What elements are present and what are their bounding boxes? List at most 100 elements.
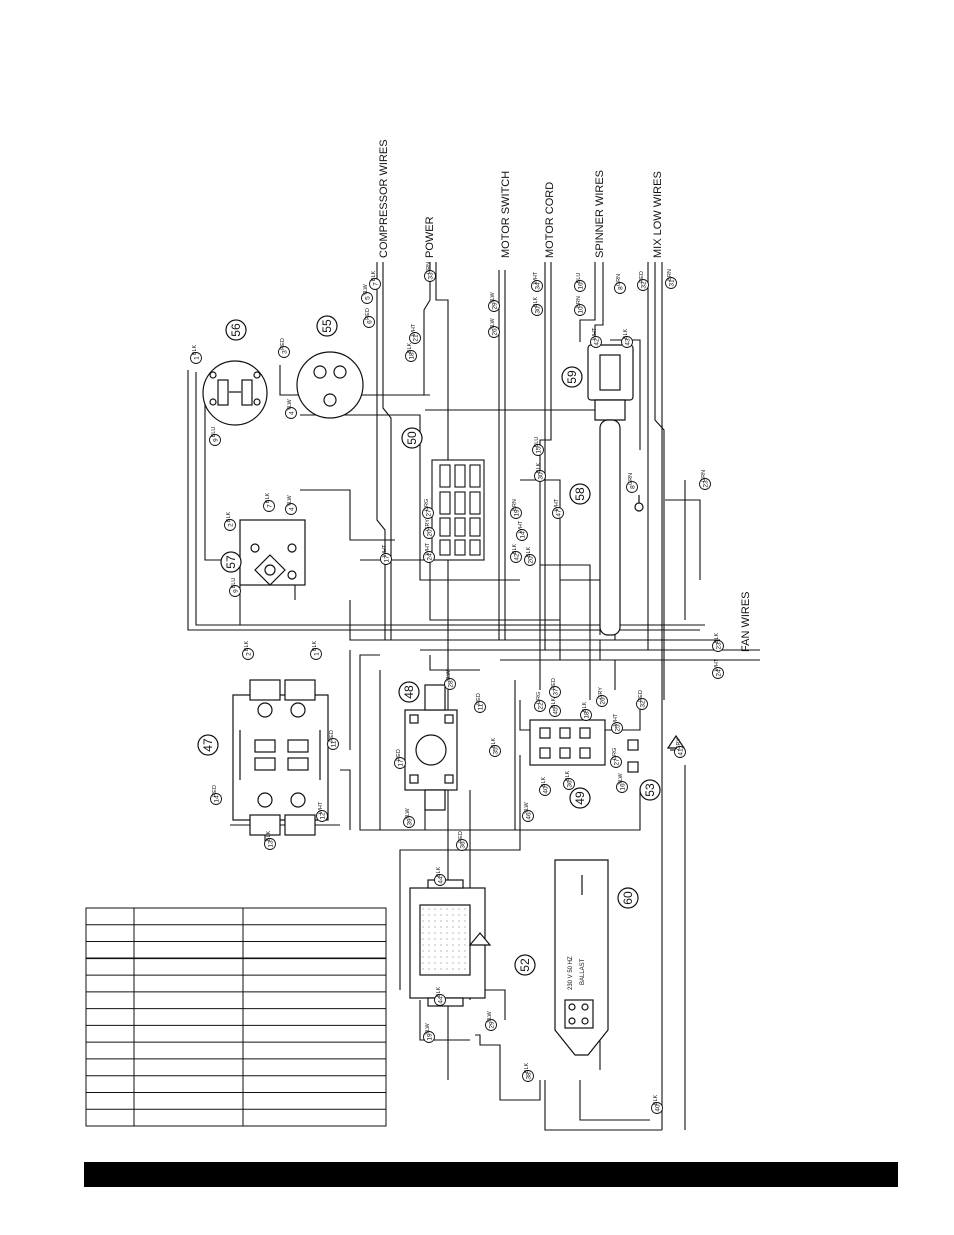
wire-tag-number: 16 [620,783,627,791]
wire-tag-number: 36 [567,780,574,788]
wire-tag-number: 35 [493,747,500,755]
svg-text:47: 47 [201,738,215,752]
wire-tag-color: GRN [701,470,707,482]
wire-tag-color: WHT [533,271,539,284]
header-label-power: POWER [424,216,436,258]
wire-tag-color: YLW [487,1010,493,1022]
wire-tag-color: ORG [612,748,618,761]
wire-tag-color: GRY [598,687,604,699]
wire-tag-color: BLK [526,546,532,557]
legend-table [85,907,387,1127]
wire-tag-color: BLK [536,462,542,473]
svg-text:59: 59 [565,370,579,384]
wire-tag-color: WHT [592,327,598,340]
wire-tag-number: 42 [514,553,521,561]
wire-tag-number: 17 [398,759,405,767]
wire-tag-color: BLK [491,737,497,748]
wire-tag-number: 27 [614,758,621,766]
wire-tag-number: 26 [600,697,607,705]
wire-tag-number: 26 [492,328,499,336]
svg-text:49: 49 [573,791,587,805]
wire-tag-color: BLK [265,492,271,503]
header-label-motor-switch: MOTOR SWITCH [500,171,512,258]
wire-tag-color: BRN [667,269,673,281]
wire-tag-number: 27 [426,509,433,517]
wire-tag-color: BLK [266,830,272,841]
ballast-voltage: 230 V 50 HZ [568,956,574,990]
component-label-47: 47 [197,734,219,756]
component-49 [529,719,606,766]
wire-tag-color: YLW [490,317,496,329]
wire-tag-number: 22 [538,702,545,710]
wire-tag-number: 6 [367,320,374,324]
wire-tag-color: WHT [382,544,388,557]
svg-text:50: 50 [405,431,419,445]
wire-tag-color: RED [212,785,218,797]
wire-tag-color: RED [639,271,645,283]
wire-tag-color: YLW [405,807,411,819]
footer-bar [84,1162,898,1187]
wire-tag-color: BLU [231,578,237,589]
component-47 [232,679,329,836]
wire-tag-color: YLW [363,283,369,295]
wire-tag-color: BLK [714,632,720,643]
wire-tag-color: BLK [436,986,442,997]
wire-tag-number: 23 [703,480,710,488]
wire-tag-color: BLK [436,866,442,877]
wire-tag-number: 29 [489,1021,496,1029]
wire-tag-color: WHT [318,801,324,814]
wire-tag-number: 16 [578,282,585,290]
wire-tag-number: 44 [438,876,445,884]
svg-text:57: 57 [224,555,238,569]
wire-tag-color: RED [476,693,482,705]
component-label-49: 49 [569,787,591,809]
wire-tag-color: GRN [628,473,634,485]
wire-tag-number: 40 [543,786,550,794]
wire-tag-color: GRN [426,262,432,274]
wire-tag-color: RED [458,831,464,843]
wire-tag-color: RED [638,690,644,702]
header-label-compressor: COMPRESSOR WIRES [378,139,390,258]
wire-tag-number: 23 [716,642,723,650]
component-59 [587,344,634,636]
wire-tag-number: 34 [535,282,542,290]
wire-tag-color: BRN [576,296,582,308]
wire-tag-color: RED [280,338,286,350]
wire-tag-color: WHT [714,658,720,671]
component-label-56: 56 [225,319,247,341]
wire-tag-number: 42 [594,338,601,346]
wire-tag-color: ORG [536,692,542,705]
component-label-59: 59 [561,366,583,388]
component-label-50: 50 [401,427,423,449]
wire-tag-number: 38 [526,1072,533,1080]
header-label-spinner: SPINNER WIRES [594,170,606,258]
wire-tag-color: GRY [425,519,431,531]
wire-tag-number: 19 [514,509,521,517]
